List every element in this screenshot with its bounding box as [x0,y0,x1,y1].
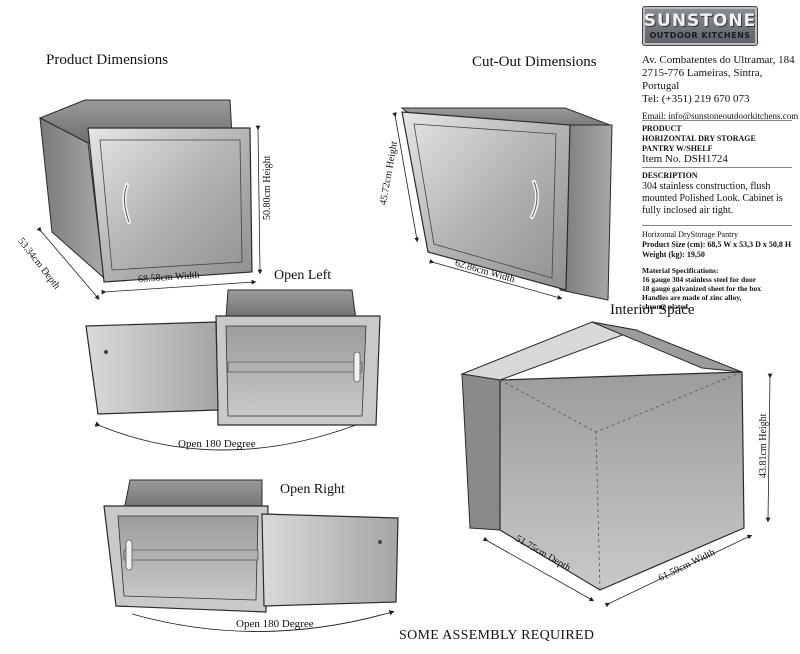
divider [642,167,792,168]
product-label: PRODUCT [642,124,682,133]
address-line-2: 2715-776 Lameiras, Sintra, [642,67,763,79]
spec-title: Horizontal DryStorage Pantry [642,230,738,239]
product-name-line-2: PANTRY W/SHELF [642,144,713,153]
contact-block: Av. Combatentes do Ultramar, 184 2715-77… [642,54,798,123]
open-right-drawing [103,479,399,632]
product-dimensions-heading: Product Dimensions [46,52,169,68]
interior-space-drawing [460,321,773,608]
product-name-line-1: HORIZONTAL DRY STORAGE [642,134,756,143]
material-line-4: chrome plated. [642,302,690,311]
open-left-heading: Open Left [274,268,332,283]
cutout-dimensions-drawing [392,107,613,301]
material-line-1: 16 gauge 304 stainless steel for door [642,275,757,284]
item-number: Item No. DSH1724 [642,153,728,165]
product-dimensions-drawing [36,99,263,300]
open-right-degree-caption: Open 180 Degree [236,618,314,630]
cutout-dimensions-heading: Cut-Out Dimensions [472,54,597,70]
open-right-heading: Open Right [280,482,345,497]
open-left-degree-caption: Open 180 Degree [178,438,256,450]
product-weight: Weight (kg): 19,50 [642,250,705,259]
email: Email: info@sunstoneoutdoorkitchens.com [642,111,799,121]
address-line-3: Portugal [642,80,680,92]
divider [642,120,792,121]
interior-height-label: 43.81cm Height [758,413,769,478]
product-info-panel: PRODUCT HORIZONTAL DRY STORAGE PANTRY W/… [642,117,792,311]
product-size: Product Size (cm): 68,5 W x 53,3 D x 50,… [642,240,792,249]
brand-tagline: OUTDOOR KITCHENS [649,31,751,40]
address-line-1: Av. Combatentes do Ultramar, 184 [642,54,795,66]
product-height-label: 50.80cm Height [262,155,273,220]
phone: Tel: (+351) 219 670 073 [642,93,750,105]
material-line-3: Handles are made of zinc alloy, [642,293,742,302]
sunstone-logo: SUNSTONE OUTDOOR KITCHENS [642,6,758,46]
assembly-note: SOME ASSEMBLY REQUIRED [399,628,595,643]
description-text: 304 stainless construction, flush mounte… [642,181,783,216]
interior-space-heading: Interior Space [610,302,695,318]
brand-name: SUNSTONE [643,11,757,31]
open-left-drawing [85,289,381,451]
divider [642,225,792,226]
material-line-2: 18 gauge galvanized sheet for the box [642,284,762,293]
material-label: Material Specifications: [642,266,719,275]
description-label: DESCRIPTION [642,171,698,180]
